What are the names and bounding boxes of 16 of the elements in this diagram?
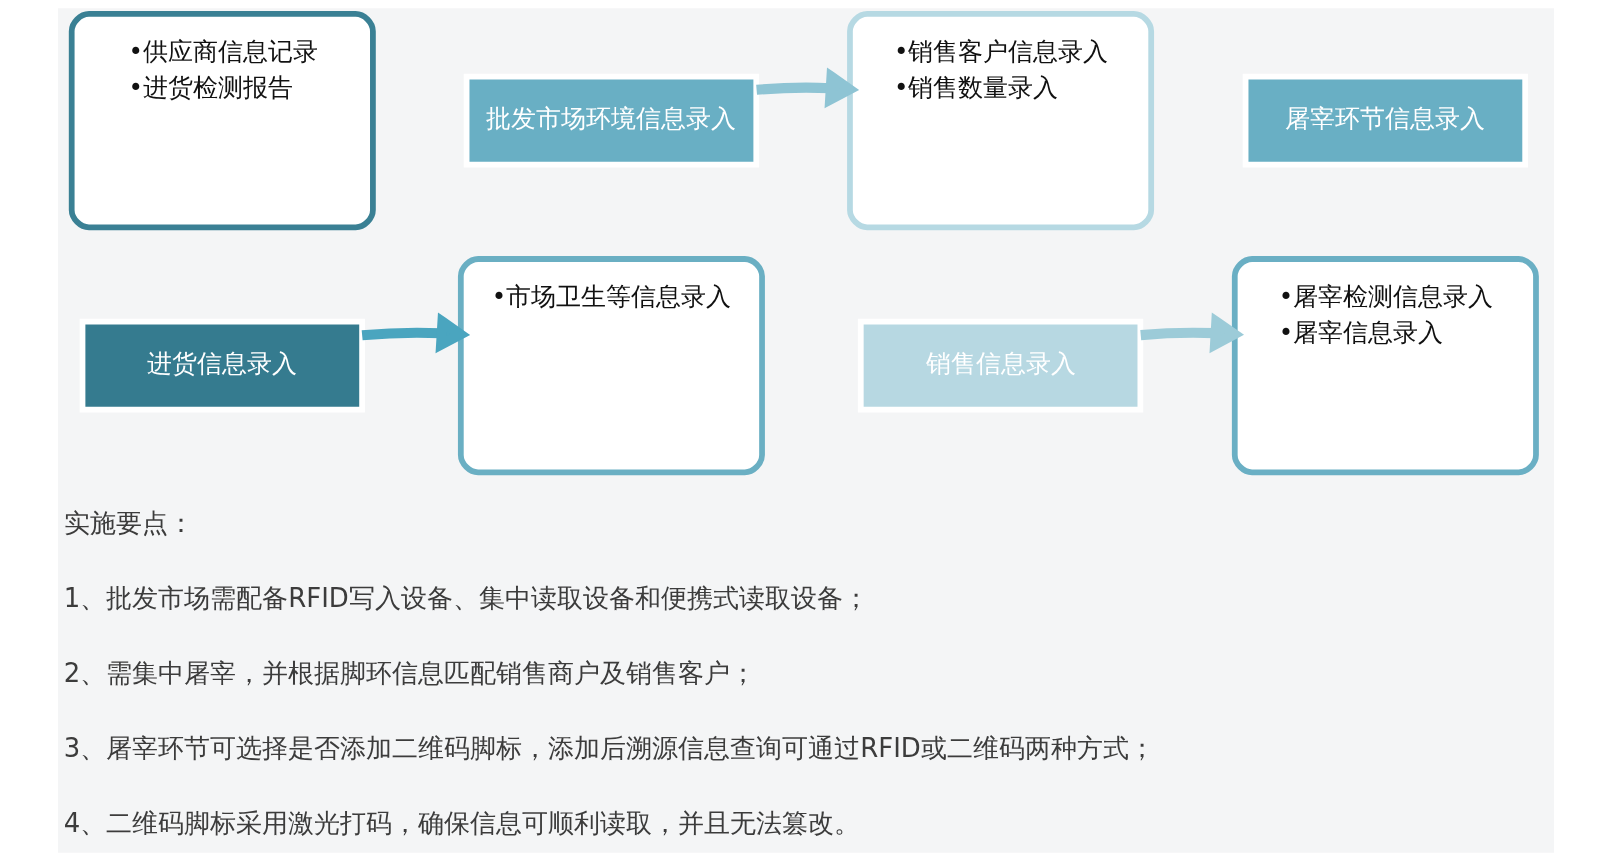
label: 3、屠宰环节可选择是否添加二维码脚标，添加后溯源信息查询可通过RFID或二维码两种方式； [63, 732, 1155, 763]
label: 4、二维码脚标采用激光打码，确保信息可顺利读取，并且无法篡改。 [63, 807, 861, 838]
arrow [756, 67, 860, 109]
label: 实施要点： [63, 507, 194, 538]
node-box: •供应商信息记录 •进货检测报告 [68, 11, 376, 231]
node-box: 销售信息录入 [857, 318, 1144, 413]
node-box: 屠宰环节信息录入 [1242, 73, 1529, 168]
node-box: •销售客户信息录入 •销售数量录入 [847, 11, 1155, 231]
label: 1、批发市场需配备RFID写入设备、集中读取设备和便携式读取设备； [63, 582, 869, 613]
node-box: 进货信息录入 [79, 318, 365, 413]
label: 2、需集中屠宰，并根据脚环信息匹配销售商户及销售客户； [63, 657, 757, 688]
node-box: •屠宰检测信息录入 •屠宰信息录入 [1231, 256, 1539, 476]
arrow [361, 312, 471, 354]
node-box: 批发市场环境信息录入 [463, 73, 760, 168]
arrow [1140, 312, 1245, 354]
node-box: •市场卫生等信息录入 [457, 256, 765, 476]
